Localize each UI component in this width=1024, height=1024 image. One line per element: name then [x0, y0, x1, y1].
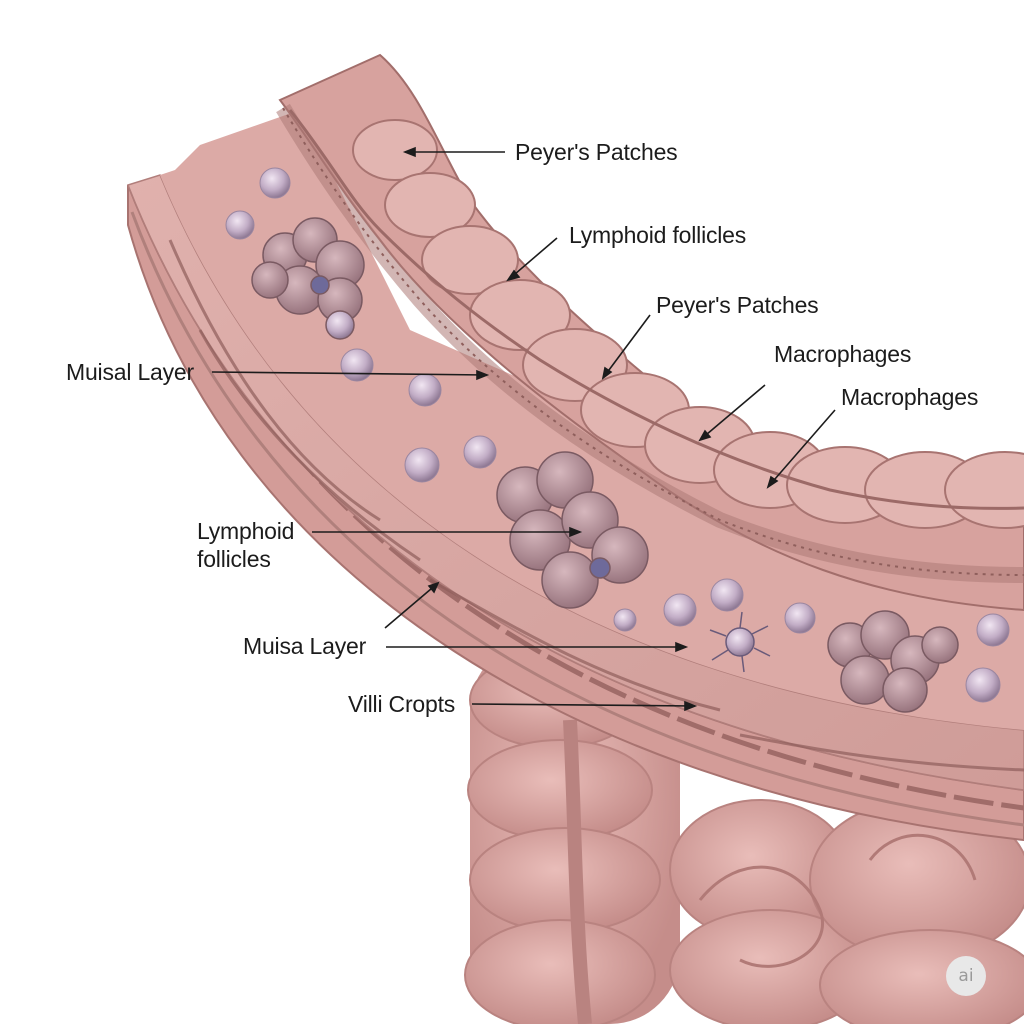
label-lymphoid-follicles-top: Lymphoid follicles [569, 222, 747, 248]
label-muisal-layer: Muisal Layer [66, 359, 194, 385]
label-macrophages-1: Macrophages [774, 341, 912, 367]
mucosal-folds [276, 53, 1024, 612]
label-muisa-layer: Muisa Layer [243, 633, 367, 659]
label-peyers-patches-mid: Peyer's Patches [656, 292, 819, 318]
leader-lines [211, 146, 836, 712]
lymphoid-follicle-2 [496, 451, 649, 609]
label-villi-cropts: Villi Cropts [348, 691, 456, 717]
label-lymphoid-follicles-left: Lymphoid follicles [197, 518, 295, 572]
intestine-loops [464, 640, 1024, 1024]
lymphoid-follicle-1 [251, 217, 365, 340]
label-macrophages-2: Macrophages [841, 384, 979, 410]
label-peyers-patches-top: Peyer's Patches [515, 139, 678, 165]
wall-vessels [168, 239, 1024, 772]
lymphoid-follicle-3 [827, 610, 959, 713]
macrophage [709, 611, 771, 673]
watermark-logo: ai [946, 956, 986, 996]
